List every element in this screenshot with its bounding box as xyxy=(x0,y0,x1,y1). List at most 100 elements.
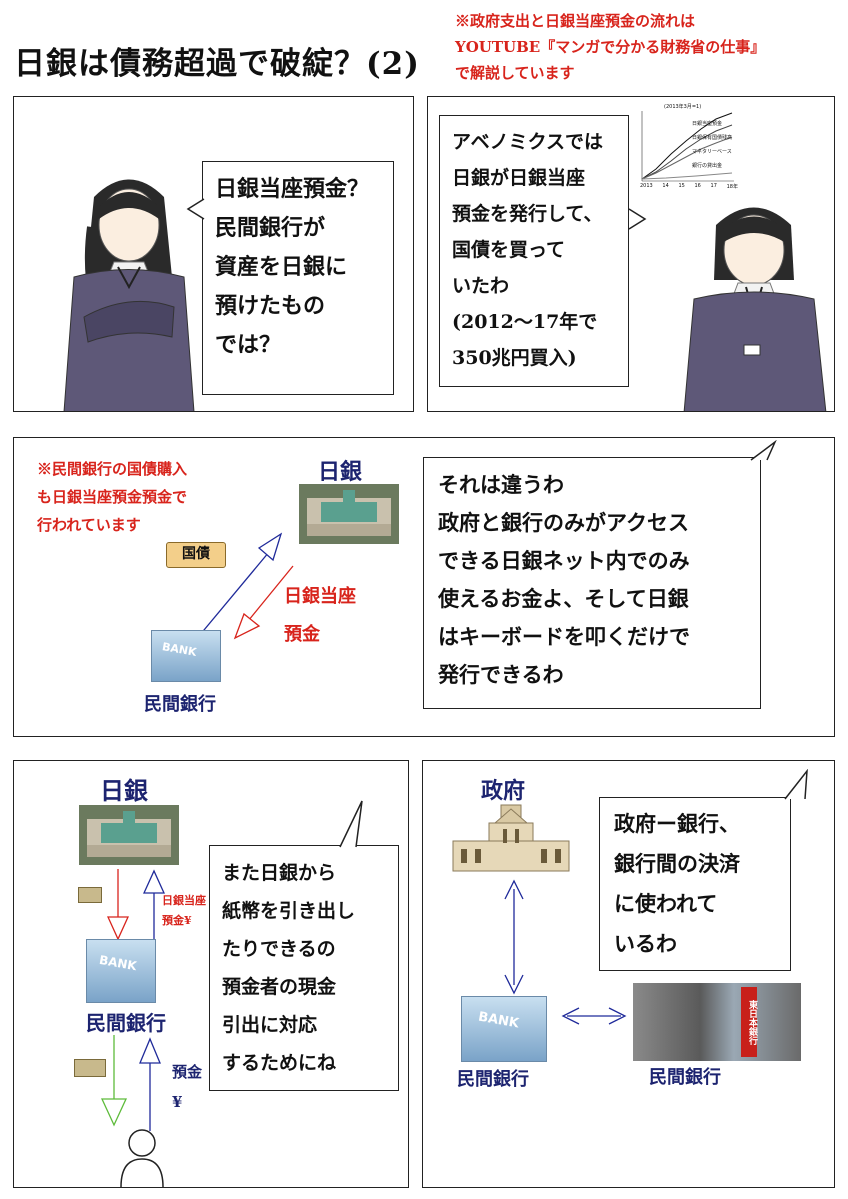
bubble-line: はキーボードを叩くだけで xyxy=(438,624,690,649)
diet-building-icon xyxy=(452,804,570,872)
x-tick: 2013 xyxy=(640,183,653,189)
x-tick: 16 xyxy=(694,183,701,189)
deposit-line: 日銀当座 xyxy=(162,894,206,907)
bubble-tail xyxy=(750,440,777,461)
bidirectional-arrow-horizontal xyxy=(561,1007,627,1025)
girl-braid-illustration xyxy=(63,179,195,411)
deposit-label: 日銀当座 預金 xyxy=(284,578,356,654)
gov-label: 政府 xyxy=(481,778,526,804)
bubble-line: できる日銀ネット内でのみ xyxy=(438,548,690,573)
banknote-icon xyxy=(74,1059,106,1077)
bubble-line: 預金者の現金 xyxy=(222,976,337,998)
store-sign: 東日本銀行 xyxy=(741,987,757,1057)
note-line: YOUTUBE『マンガで分かる財務省の仕事』 xyxy=(455,38,766,56)
bond-certificate: 国債 xyxy=(166,542,226,568)
bubble-line: 発行できるわ xyxy=(438,662,564,687)
bubble-line: では？ xyxy=(215,332,282,358)
flow-arrows-top xyxy=(106,869,166,941)
page-title: 日銀は債務超過で破綻？(2) xyxy=(14,46,420,82)
speech-bubble: それは違うわ 政府と銀行のみがアクセス できる日銀ネット内でのみ 使えるお金よ、… xyxy=(423,457,761,709)
flow-arrows xyxy=(198,532,294,640)
bubble-line: いたわ xyxy=(452,275,510,297)
deposit-label: 日銀当座 預金¥ xyxy=(162,891,206,931)
legend-item: 日銀保有国債残高 xyxy=(692,135,733,141)
note-line: で解説しています xyxy=(455,64,575,82)
bubble-line: 使えるお金よ、そして日銀 xyxy=(438,586,689,611)
speech-bubble: 日銀当座預金？ 民間銀行が 資産を日銀に 預けたもの では？ xyxy=(202,161,394,395)
bubble-line: アベノミクスでは xyxy=(452,131,604,153)
bubble-line: 日銀が日銀当座 xyxy=(452,167,586,189)
bond-purchase-note: ※民間銀行の国債購入 も日銀当座預金預金で 行われています xyxy=(37,455,187,539)
bubble-line: 日銀当座預金？ xyxy=(215,176,370,202)
girl-short-hair-illustration xyxy=(683,207,827,411)
bubble-line: に使われて xyxy=(614,891,718,916)
bubble-line: 国債を買って xyxy=(452,239,566,261)
note-line: も日銀当座預金預金で xyxy=(37,488,188,506)
panel-4: 日銀 日銀当座 預金¥ BANK 民間銀行 預金 ¥ また日銀から 紙幣を引き出… xyxy=(13,760,409,1188)
panel-3: ※民間銀行の国債購入 も日銀当座預金預金で 行われています 日銀 国債 日銀当座… xyxy=(13,437,835,737)
speech-bubble: アベノミクスでは 日銀が日銀当座 預金を発行して、 国債を買って いたわ (20… xyxy=(439,115,629,387)
bubble-line: するためにね xyxy=(222,1052,337,1074)
bubble-tail xyxy=(628,208,647,230)
speech-bubble: また日銀から 紙幣を引き出し たりできるの 預金者の現金 引出に対応 するために… xyxy=(209,845,399,1091)
x-tick: 17 xyxy=(710,183,717,189)
yen-line: 預金 xyxy=(172,1063,203,1081)
deposit-line: 預金 xyxy=(284,624,320,645)
bank-label: 民間銀行 xyxy=(144,694,216,715)
boj-building-image xyxy=(79,805,179,865)
bank-sign: BANK xyxy=(477,1009,520,1032)
bank-label: 民間銀行 xyxy=(86,1011,166,1035)
bubble-line: 政府ー銀行、 xyxy=(614,811,740,836)
bubble-line: 資産を日銀に xyxy=(215,254,348,280)
bubble-line: また日銀から xyxy=(222,862,337,884)
bond-label: 国債 xyxy=(182,546,210,562)
youtube-note: ※政府支出と日銀当座預金の流れは YOUTUBE『マンガで分かる財務省の仕事』 … xyxy=(455,8,765,86)
bubble-line: 紙幣を引き出し xyxy=(222,900,356,922)
deposit-line: 預金¥ xyxy=(162,914,192,927)
banknote-icon xyxy=(78,887,102,903)
bubble-line: 預けたもの xyxy=(215,293,326,319)
bank-label-right: 民間銀行 xyxy=(649,1067,721,1088)
boj-label: 日銀 xyxy=(100,776,148,805)
x-tick: 14 xyxy=(662,183,669,189)
bubble-line: それは違うわ xyxy=(438,472,564,497)
yen-line: ¥ xyxy=(172,1093,183,1111)
bank-storefront-image: 東日本銀行 xyxy=(633,983,801,1061)
bubble-line: 350兆円買入) xyxy=(452,347,577,369)
speech-bubble: 政府ー銀行、 銀行間の決済 に使われて いるわ xyxy=(599,797,791,971)
note-line: 行われています xyxy=(37,516,141,534)
bubble-line: 預金を発行して、 xyxy=(452,203,603,225)
x-tick: 15 xyxy=(678,183,685,189)
deposit-line: 日銀当座 xyxy=(284,586,356,607)
legend-item: 日銀当座預金 xyxy=(692,121,723,127)
boj-label: 日銀 xyxy=(318,459,363,485)
bubble-line: 政府と銀行のみがアクセス xyxy=(438,510,689,535)
x-tick: 18年 xyxy=(726,184,738,190)
note-line: ※民間銀行の国債購入 xyxy=(37,460,188,478)
panel-5: 政府 BANK 民間銀行 東日本銀行 民間銀行 政府ー銀行、 銀行間の決済 に使… xyxy=(422,760,835,1188)
mini-chart-title: (2013年3月=1) xyxy=(664,104,702,110)
mini-chart-legend: 日銀当座預金 日銀保有国債残高 マネタリーベース 銀行の貸出金 xyxy=(692,117,732,173)
bank-building-image: BANK xyxy=(86,939,156,1003)
bubble-line: たりできるの xyxy=(222,938,336,960)
boj-building-image xyxy=(299,484,399,544)
flow-arrows-bottom xyxy=(100,1035,161,1131)
person-icon xyxy=(120,1129,164,1187)
mini-chart-xticks: 2013 14 15 16 17 18年 xyxy=(640,183,738,190)
bubble-tail xyxy=(186,198,205,220)
mini-chart: (2013年3月=1) 日銀当座預金 日銀保有国債残高 マネタリーベース 銀行の… xyxy=(636,103,738,193)
legend-item: マネタリーベース xyxy=(692,149,732,155)
bank-building-image: BANK xyxy=(151,630,221,682)
bubble-line: いるわ xyxy=(614,931,677,956)
panel-2: アベノミクスでは 日銀が日銀当座 預金を発行して、 国債を買って いたわ (20… xyxy=(427,96,835,412)
bidirectional-arrow-vertical xyxy=(504,879,524,995)
bubble-line: 民間銀行が xyxy=(215,215,326,241)
bank-sign: BANK xyxy=(161,640,198,659)
bubble-tail xyxy=(339,800,363,848)
bank-sign: BANK xyxy=(98,952,138,974)
bubble-tail xyxy=(784,769,808,800)
bubble-line: 銀行間の決済 xyxy=(614,851,740,876)
bubble-line: (2012〜17年で xyxy=(452,311,598,333)
note-line: ※政府支出と日銀当座預金の流れは xyxy=(455,12,696,30)
yen-deposit-label: 預金 ¥ xyxy=(172,1057,202,1117)
